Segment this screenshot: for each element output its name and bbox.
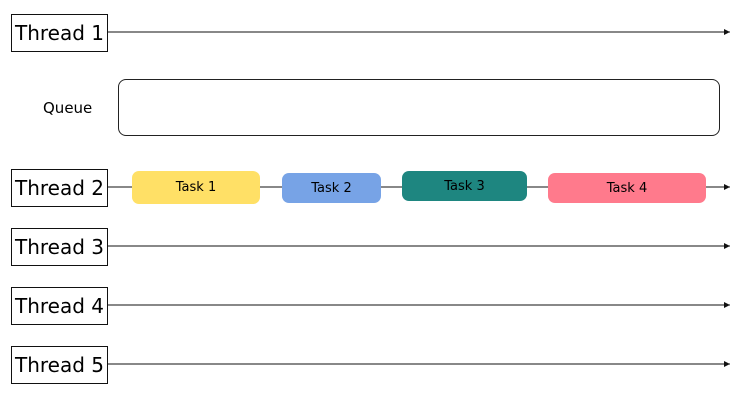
queue-label: Queue: [43, 99, 93, 117]
task-3: Task 3: [402, 171, 527, 201]
thread-5-label: Thread 5: [11, 346, 108, 384]
thread-1-label: Thread 1: [11, 14, 108, 52]
queue-box: [118, 79, 720, 136]
task-1: Task 1: [132, 171, 260, 204]
task-4: Task 4: [548, 173, 706, 203]
thread-3-label: Thread 3: [11, 228, 108, 266]
thread-2-label: Thread 2: [11, 169, 108, 207]
thread-4-label: Thread 4: [11, 287, 108, 325]
task-2: Task 2: [282, 173, 381, 203]
